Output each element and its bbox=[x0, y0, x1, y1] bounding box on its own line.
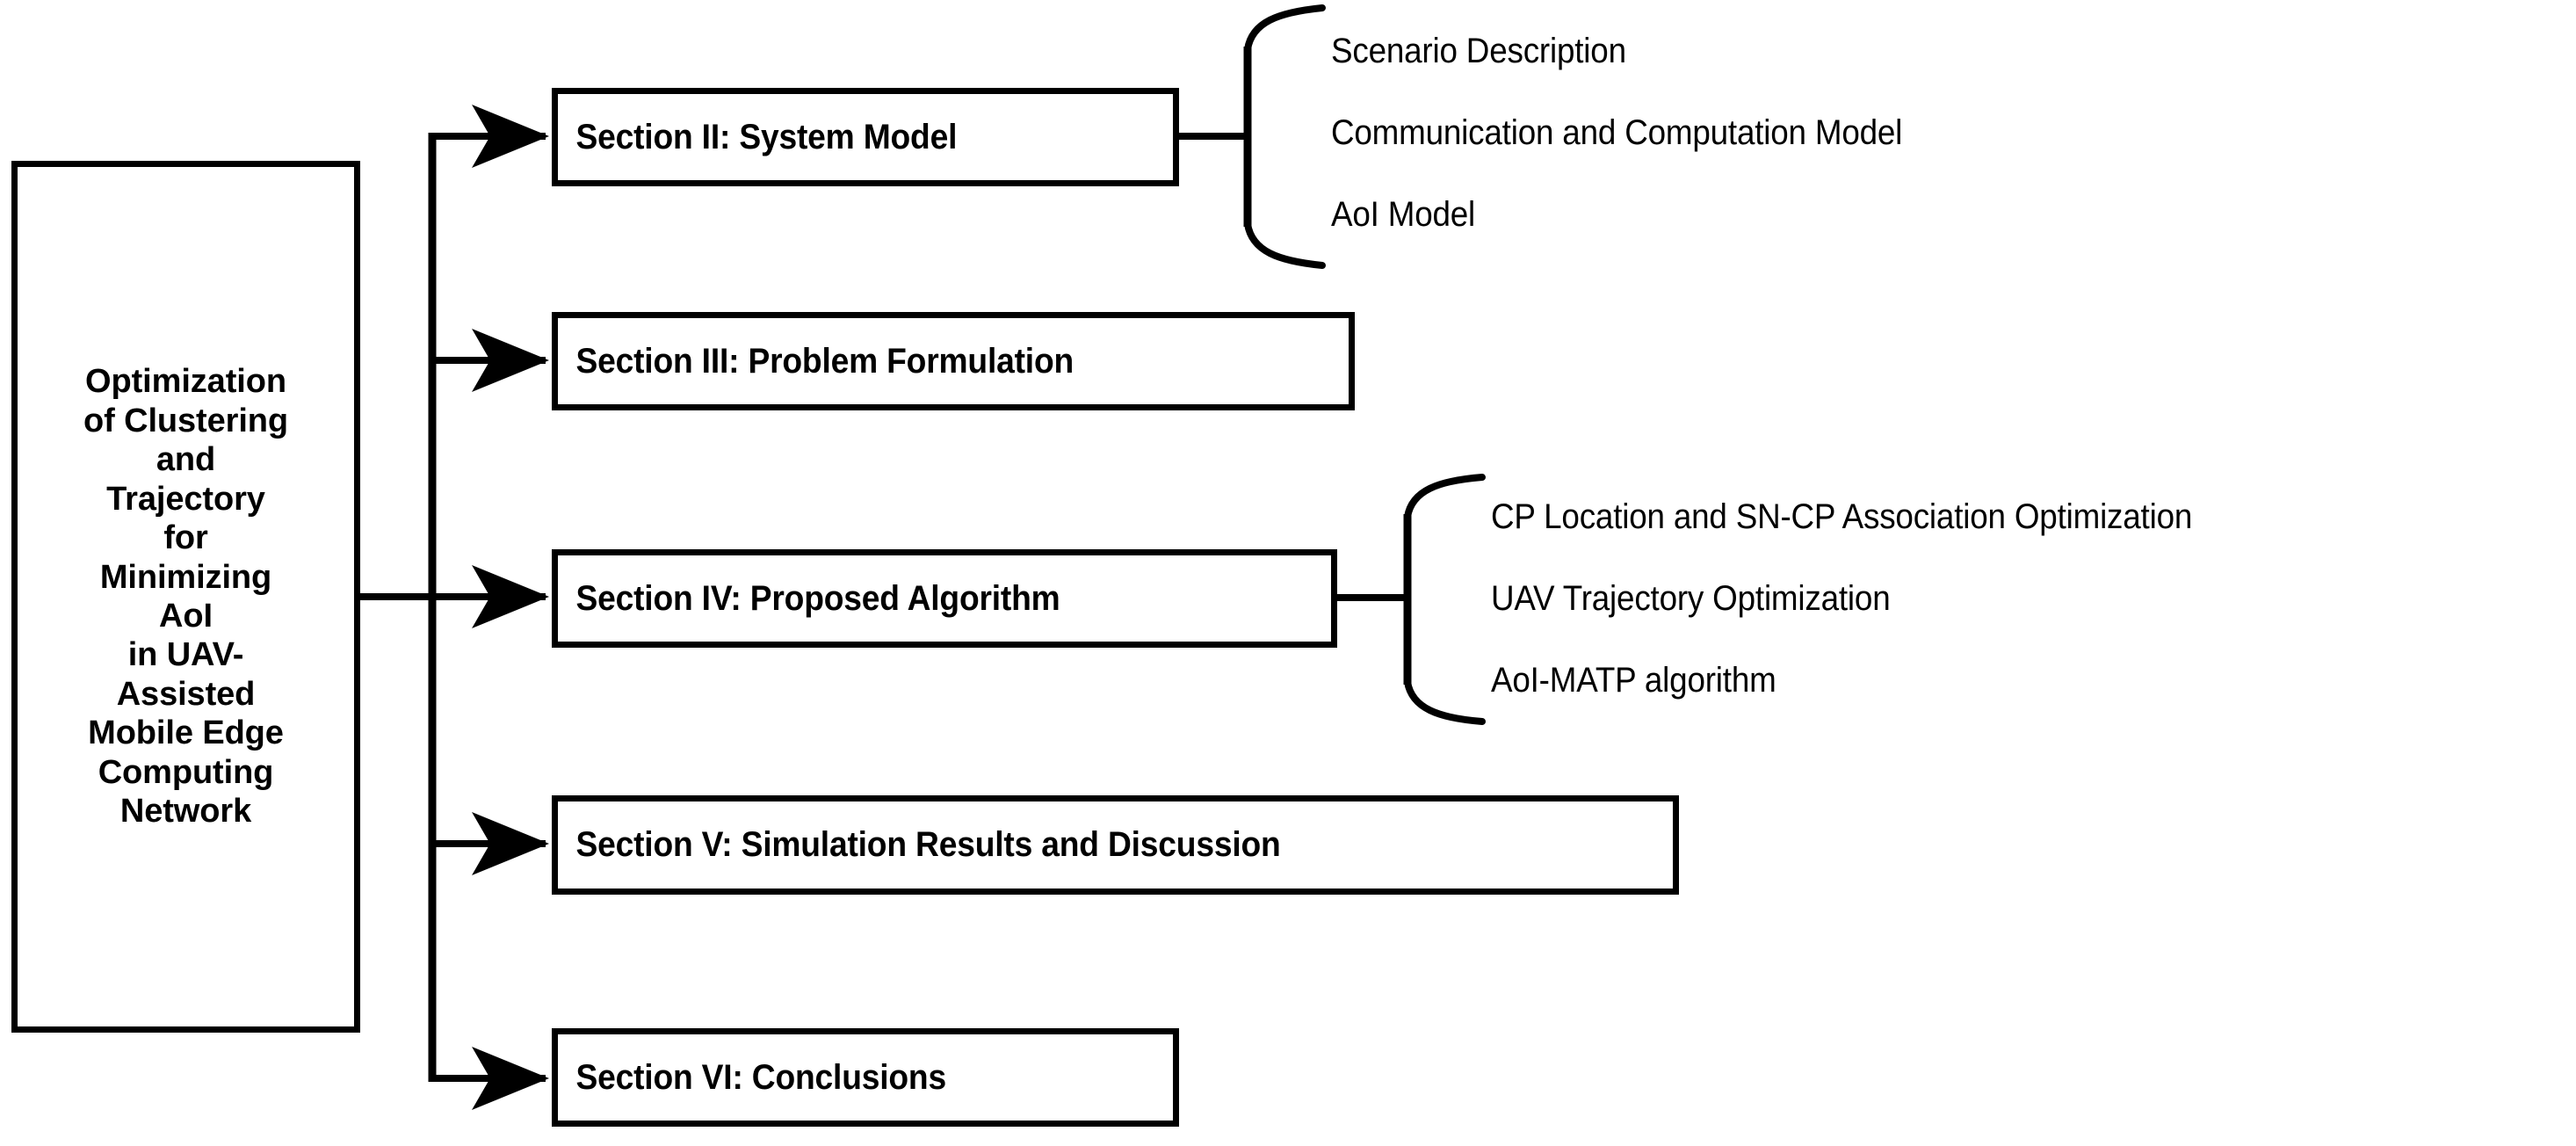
subitem-section-4-uav-trajectory-optimization: UAV Trajectory Optimization bbox=[1491, 579, 1891, 618]
node-section-6-label: Section VI: Conclusions bbox=[575, 1057, 946, 1097]
node-section-5-label: Section V: Simulation Results and Discus… bbox=[575, 825, 1281, 864]
root-node-label: Optimization of Clustering and Trajector… bbox=[83, 363, 289, 830]
brace-section-4-top-hook bbox=[1404, 474, 1486, 520]
brace-section-2-top-hook bbox=[1244, 4, 1326, 53]
root-node-box[interactable]: Optimization of Clustering and Trajector… bbox=[11, 161, 360, 1033]
subitem-section-4-cp-location-and-sn-cp-association-optimization: CP Location and SN-CP Association Optimi… bbox=[1491, 497, 2193, 536]
subitem-section-2-communication-and-computation-model: Communication and Computation Model bbox=[1331, 113, 1903, 152]
subitem-section-2-scenario-description: Scenario Description bbox=[1331, 32, 1626, 70]
node-section-4[interactable]: Section IV: Proposed Algorithm bbox=[552, 549, 1337, 648]
node-section-2[interactable]: Section II: System Model bbox=[552, 88, 1179, 186]
node-section-2-label: Section II: System Model bbox=[575, 117, 958, 156]
node-section-5[interactable]: Section V: Simulation Results and Discus… bbox=[552, 795, 1679, 895]
node-section-3[interactable]: Section III: Problem Formulation bbox=[552, 312, 1355, 410]
brace-section-4-bottom-hook bbox=[1404, 678, 1486, 725]
subitem-section-4-aoi-matp-algorithm: AoI-MATP algorithm bbox=[1491, 661, 1776, 700]
node-section-6[interactable]: Section VI: Conclusions bbox=[552, 1028, 1179, 1127]
subitem-section-2-aoi-model: AoI Model bbox=[1331, 195, 1476, 234]
brace-section-2-bottom-hook bbox=[1244, 221, 1326, 269]
node-section-4-label: Section IV: Proposed Algorithm bbox=[575, 578, 1060, 618]
node-section-3-label: Section III: Problem Formulation bbox=[575, 341, 1075, 381]
